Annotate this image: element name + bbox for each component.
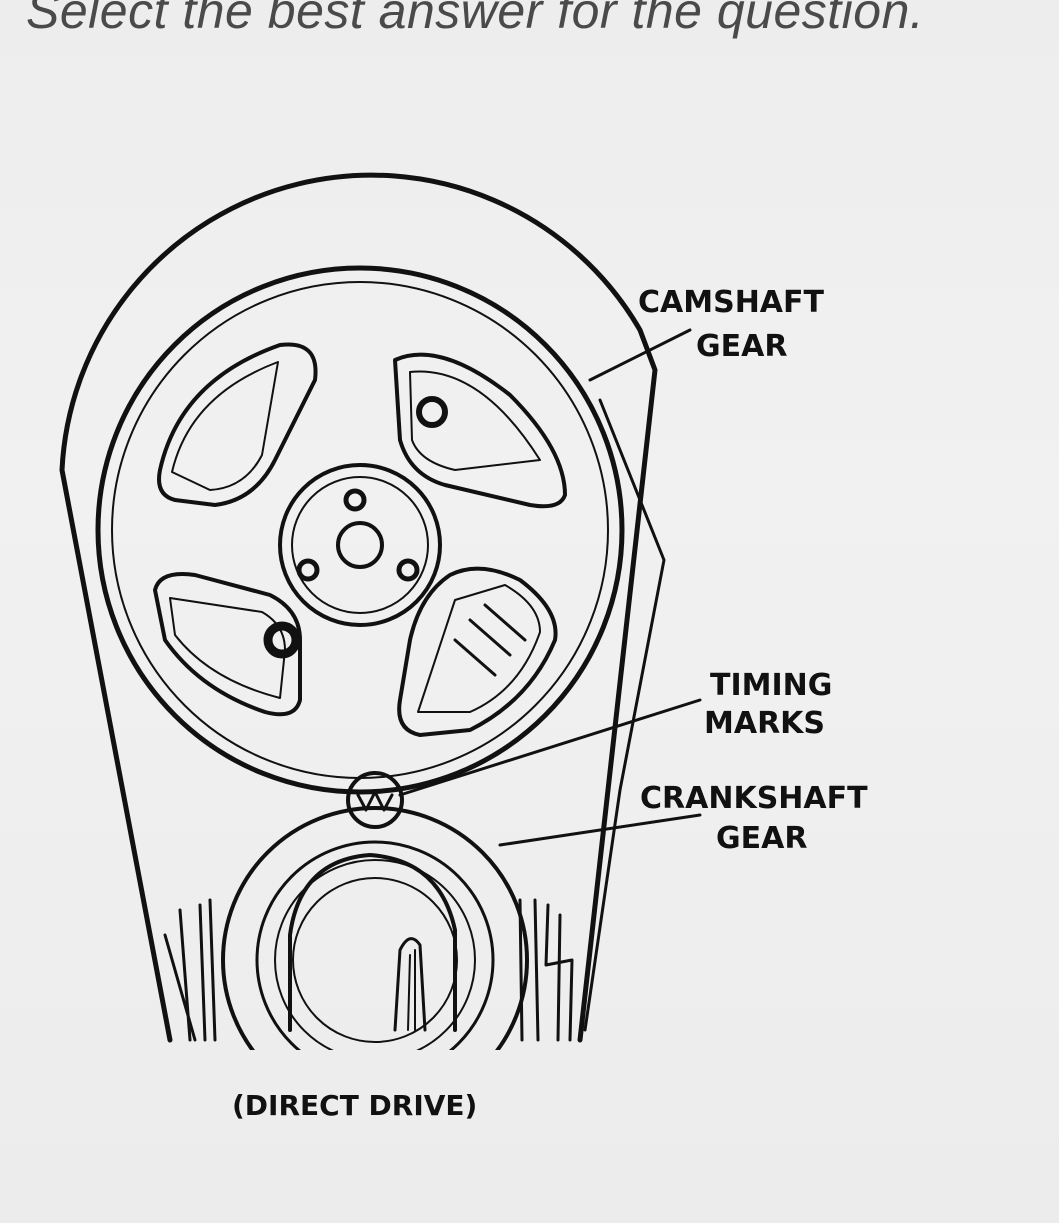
diagram-caption: (DIRECT DRIVE) <box>232 1089 477 1122</box>
label-crankshaft: CRANKSHAFT <box>640 781 868 816</box>
label-camshaft: CAMSHAFT <box>638 285 825 320</box>
crankshaft-gear-leader <box>498 813 702 847</box>
engine-block-right <box>518 898 574 1042</box>
timing-marks-leader <box>398 698 702 797</box>
timing-mark <box>346 771 404 829</box>
label-timing-marks: MARKS <box>704 706 825 741</box>
belt-inner-edge <box>583 398 666 1032</box>
engine-block-left <box>163 898 217 1042</box>
label-timing: TIMING <box>710 668 832 703</box>
label-camshaft-gear: GEAR <box>696 329 787 364</box>
crankshaft-gear <box>221 806 529 1050</box>
camshaft-gear <box>95 265 625 795</box>
camshaft-gear-leader <box>588 328 692 382</box>
timing-belt <box>59 172 658 1043</box>
label-crankshaft-gear: GEAR <box>716 821 807 856</box>
question-instruction: Select the best answer for the question. <box>26 0 925 39</box>
